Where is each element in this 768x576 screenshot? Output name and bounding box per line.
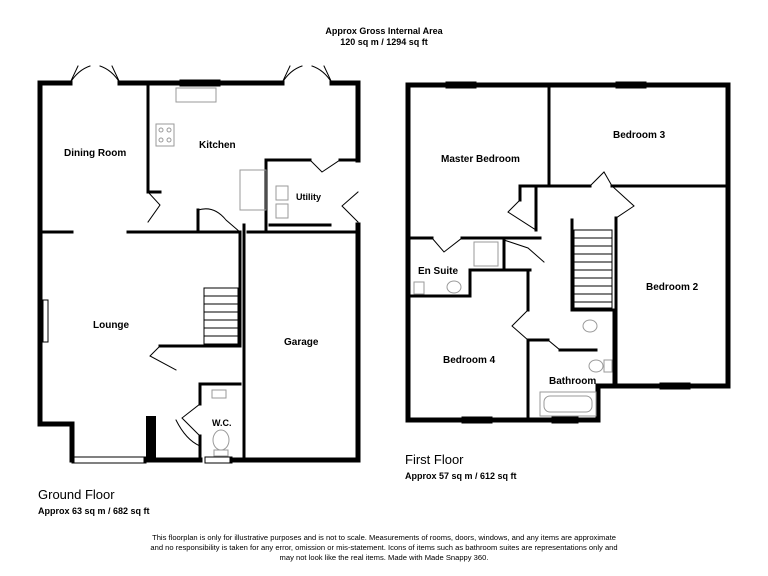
first-floor-title: First Floor	[405, 452, 464, 467]
room-label-master-bedroom: Master Bedroom	[441, 154, 520, 165]
first-floor-plan	[405, 81, 731, 424]
room-label-en-suite: En Suite	[418, 266, 459, 277]
ground-floor-fixtures	[155, 87, 289, 457]
ground-floor-outer-walls	[37, 80, 361, 463]
ground-floor-doors	[69, 65, 359, 447]
ground-floor-plan	[37, 65, 361, 464]
room-label-utility: Utility	[296, 192, 322, 202]
room-label-bathroom: Bathroom	[549, 376, 597, 387]
gross-area-header: Approx Gross Internal Area 120 sq m / 12…	[284, 26, 484, 48]
ground-floor-inner-walls	[38, 83, 358, 462]
disclaimer-line-2: and no responsibility is taken for any e…	[150, 543, 618, 552]
room-label-wc: W.C.	[212, 418, 232, 428]
room-label-bedroom-3: Bedroom 3	[613, 130, 666, 141]
room-label-bedroom-4: Bedroom 4	[443, 355, 496, 366]
first-floor-doors	[431, 171, 635, 351]
first-floor-fixtures	[413, 241, 613, 417]
first-floor-stairs	[573, 229, 613, 309]
ground-floor-area: Approx 63 sq m / 682 sq ft	[38, 506, 150, 516]
first-floor-outer-walls	[405, 82, 731, 423]
first-floor-windows	[445, 81, 691, 424]
disclaimer-line-3: may not look like the real items. Made w…	[279, 553, 489, 562]
ground-floor-stairs	[203, 287, 239, 345]
room-label-kitchen: Kitchen	[199, 140, 236, 151]
room-label-lounge: Lounge	[93, 320, 130, 331]
gross-area-title: Approx Gross Internal Area	[325, 26, 443, 36]
room-label-garage: Garage	[284, 337, 319, 348]
gross-area-value: 120 sq m / 1294 sq ft	[340, 37, 428, 47]
disclaimer-text: This floorplan is only for illustrative …	[124, 533, 644, 563]
room-label-bedroom-2: Bedroom 2	[646, 282, 699, 293]
first-floor-area: Approx 57 sq m / 612 sq ft	[405, 471, 517, 481]
room-label-dining-room: Dining Room	[64, 148, 127, 159]
ground-floor-windows	[42, 79, 233, 464]
first-floor-inner-walls	[408, 85, 728, 420]
disclaimer-line-1: This floorplan is only for illustrative …	[152, 533, 616, 542]
wall-post	[146, 416, 156, 460]
ground-floor-title: Ground Floor	[38, 487, 115, 502]
